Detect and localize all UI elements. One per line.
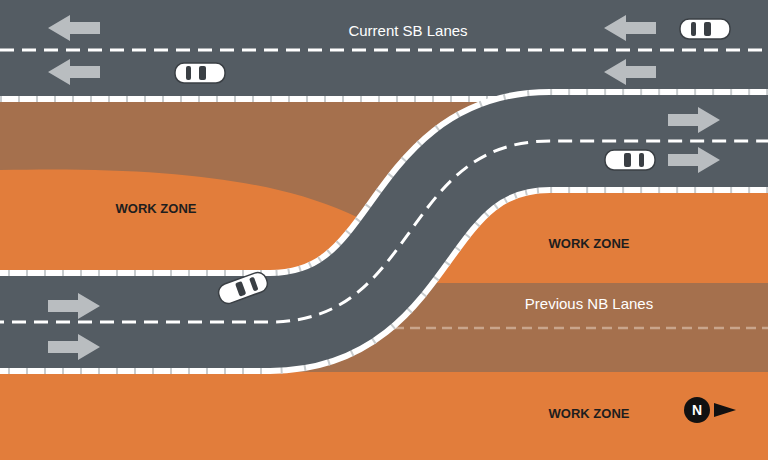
nb-barrier: [0, 141, 768, 322]
area-label: WORK ZONE: [549, 406, 630, 421]
direction-arrow: [48, 59, 100, 85]
lane-line: [0, 141, 768, 322]
direction-arrow: [668, 147, 720, 173]
area-label: WORK ZONE: [116, 201, 197, 216]
compass-badge: N: [684, 397, 710, 423]
area-label: Previous NB Lanes: [525, 295, 653, 312]
car: [175, 63, 225, 83]
area-label: WORK ZONE: [549, 236, 630, 251]
direction-arrow: [48, 15, 100, 41]
nb-road: [0, 141, 768, 322]
car: [680, 19, 730, 39]
area-label: Current SB Lanes: [348, 22, 467, 39]
north-pointer: [714, 403, 736, 417]
sb-road: [0, 0, 768, 96]
direction-arrow: [48, 293, 100, 319]
direction-arrow: [668, 107, 720, 133]
direction-arrow: [48, 334, 100, 360]
direction-arrow: [604, 15, 656, 41]
compass-letter: N: [692, 402, 702, 418]
direction-arrow: [604, 59, 656, 85]
barrier-joints: [0, 141, 768, 322]
car: [216, 270, 270, 306]
lane-line: [0, 49, 768, 52]
car: [605, 150, 655, 170]
